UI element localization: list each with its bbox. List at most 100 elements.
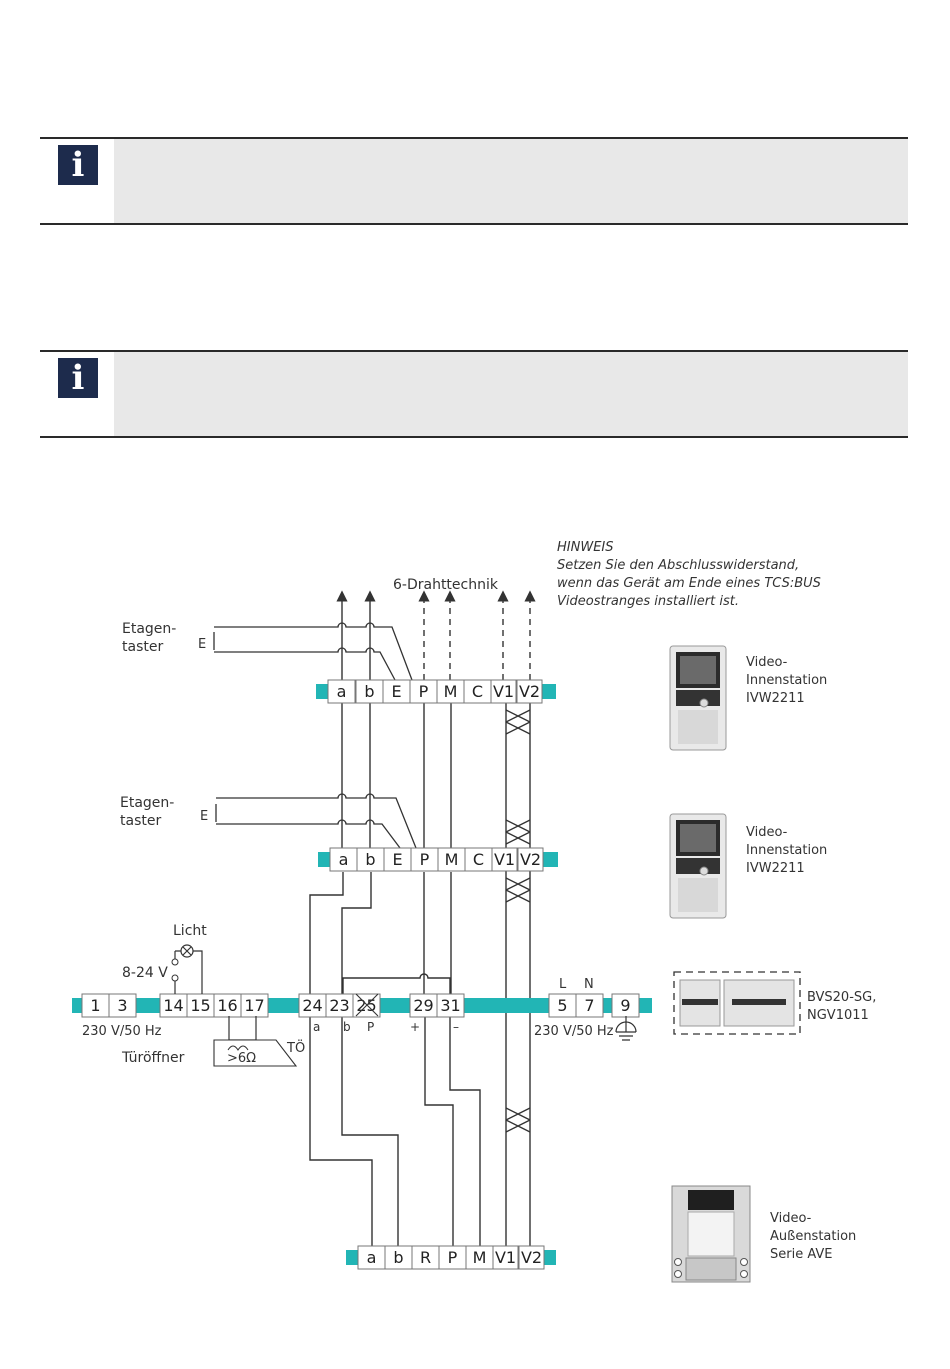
indoor-1-terminal-b: b — [364, 682, 374, 701]
indoor-2-terminal-b: b — [365, 850, 375, 869]
power-terminal-1: 1 — [90, 996, 100, 1015]
indoor-2-terminal-box — [491, 847, 518, 872]
hinweis-line-2: wenn das Gerät am Ende eines TCS:BUS — [557, 576, 821, 591]
mains-left-label: 230 V/50 Hz — [82, 1024, 162, 1039]
indoor-station-1-device: Video- Innenstation IVW2211 — [669, 645, 827, 751]
power-terminal-5: 5 — [557, 996, 567, 1015]
outdoor-terminal-p: P — [448, 1248, 458, 1267]
sub-label-l: L — [559, 977, 567, 992]
notice-body — [114, 352, 908, 436]
hinweis-title: HINWEIS — [557, 540, 614, 555]
indoor-1-terminal-p: P — [419, 682, 429, 701]
indoor-1-terminal-m: M — [444, 682, 458, 701]
outdoor-terminal-v2: V2 — [521, 1248, 542, 1267]
indoor-1-terminal-c: C — [472, 682, 483, 701]
power-supply-terminals: 13141516172423252931579 — [72, 993, 652, 1018]
indoor-1-terminal-box — [516, 679, 543, 704]
info-notice-1: i — [40, 137, 908, 225]
sub-label-a: a — [313, 1020, 320, 1034]
outdoor-label-2: Außenstation — [770, 1229, 856, 1244]
power-terminal-box — [436, 993, 465, 1018]
indoor-2-terminal-e: E — [392, 850, 402, 869]
power-terminal-29: 29 — [413, 996, 433, 1015]
ground-icon — [615, 1016, 637, 1041]
info-icon: i — [58, 145, 98, 185]
etagen-taster-2-line1: Etagen- — [120, 795, 174, 811]
bus-wires — [309, 703, 481, 1246]
indoor-2-label-3: IVW2211 — [746, 861, 805, 876]
indoor-1-label-2: Innenstation — [746, 673, 827, 688]
switch-symbol-2: E — [200, 809, 208, 824]
voltage-low: 8-24 V — [122, 965, 168, 981]
info-icon: i — [58, 358, 98, 398]
indoor-2-terminal-v2: V2 — [520, 850, 541, 869]
indoor-2-label-1: Video- — [746, 825, 788, 840]
indoor-1-terminal-e: E — [391, 682, 401, 701]
power-supply-device: BVS20-SG, NGV1011 — [673, 971, 876, 1035]
indoor-2-terminal-v1: V1 — [494, 850, 515, 869]
video-twisted-pair — [505, 703, 531, 1246]
power-terminal-box — [575, 993, 604, 1018]
outdoor-terminal-box — [492, 1245, 519, 1270]
sub-label-b: b — [343, 1020, 351, 1034]
outdoor-label-1: Video- — [770, 1211, 812, 1226]
licht-circuit: Licht 8-24 V — [122, 923, 207, 994]
power-terminal-3: 3 — [117, 996, 127, 1015]
indoor-2-label-2: Innenstation — [746, 843, 827, 858]
indoor-1-terminal-box — [490, 679, 517, 704]
indoor-1-label-3: IVW2211 — [746, 691, 805, 706]
licht-label: Licht — [173, 923, 207, 939]
resistor-symbol — [355, 993, 379, 1017]
indoor-1-label-1: Video- — [746, 655, 788, 670]
sub-label-p: P — [367, 1020, 374, 1034]
mains-right-label: 230 V/50 Hz — [534, 1024, 614, 1039]
indoor-1-terminal-box — [327, 679, 356, 704]
sub-label-plus: + — [410, 1020, 420, 1034]
power-terminal-17: 17 — [244, 996, 264, 1015]
timer-label: >6Ω — [227, 1051, 256, 1066]
power-terminal-24: 24 — [302, 996, 322, 1015]
indoor-2-terminal-p: P — [420, 850, 430, 869]
indoor-station-2-device: Video- Innenstation IVW2211 — [669, 813, 827, 919]
indoor-2-terminal-box — [517, 847, 544, 872]
indoor-2-terminal-c: C — [473, 850, 484, 869]
power-supply-label-1: BVS20-SG, — [807, 990, 876, 1005]
power-terminal-31: 31 — [440, 996, 460, 1015]
indoor-1-terminal-v2: V2 — [519, 682, 540, 701]
outdoor-terminal-box — [518, 1245, 545, 1270]
to-label: TÖ — [286, 1039, 305, 1056]
power-terminal-16: 16 — [217, 996, 237, 1015]
info-notice-2: i — [40, 350, 908, 438]
outdoor-terminal-a: a — [367, 1248, 377, 1267]
notice-body — [114, 139, 908, 223]
etagen-taster-1-wires — [213, 622, 413, 681]
power-terminal-box — [240, 993, 269, 1018]
door-opener: >6Ω TÖ Türöffner 230 V/50 Hz — [82, 1016, 305, 1067]
etagen-taster-1-line1: Etagen- — [122, 621, 176, 637]
etagen-taster-1-line2: taster — [122, 639, 163, 655]
power-terminal-box — [108, 993, 137, 1018]
power-terminal-7: 7 — [584, 996, 594, 1015]
etagen-taster-2-wires — [215, 793, 417, 849]
hinweis-line-3: Videostranges installiert ist. — [557, 594, 739, 609]
indoor-1-terminal-a: a — [337, 682, 347, 701]
sub-label-minus: – — [453, 1020, 459, 1034]
indoor-1-terminal-v1: V1 — [493, 682, 514, 701]
wiring-label: 6-Drahttechnik — [393, 577, 499, 593]
indoor-2-terminal-a: a — [339, 850, 349, 869]
power-supply-label-2: NGV1011 — [807, 1008, 869, 1023]
power-terminal-14: 14 — [163, 996, 183, 1015]
power-terminal-9: 9 — [620, 996, 630, 1015]
etagen-taster-2-line2: taster — [120, 813, 161, 829]
outdoor-terminal-m: M — [473, 1248, 487, 1267]
tueroeffner-label: Türöffner — [121, 1050, 185, 1066]
power-terminal-23: 23 — [329, 996, 349, 1015]
outdoor-terminal-r: R — [420, 1248, 431, 1267]
power-terminal-15: 15 — [190, 996, 210, 1015]
hinweis-line-1: Setzen Sie den Abschlusswiderstand, — [557, 558, 799, 573]
outdoor-terminal-v1: V1 — [495, 1248, 516, 1267]
switch-symbol-1: E — [198, 637, 206, 652]
